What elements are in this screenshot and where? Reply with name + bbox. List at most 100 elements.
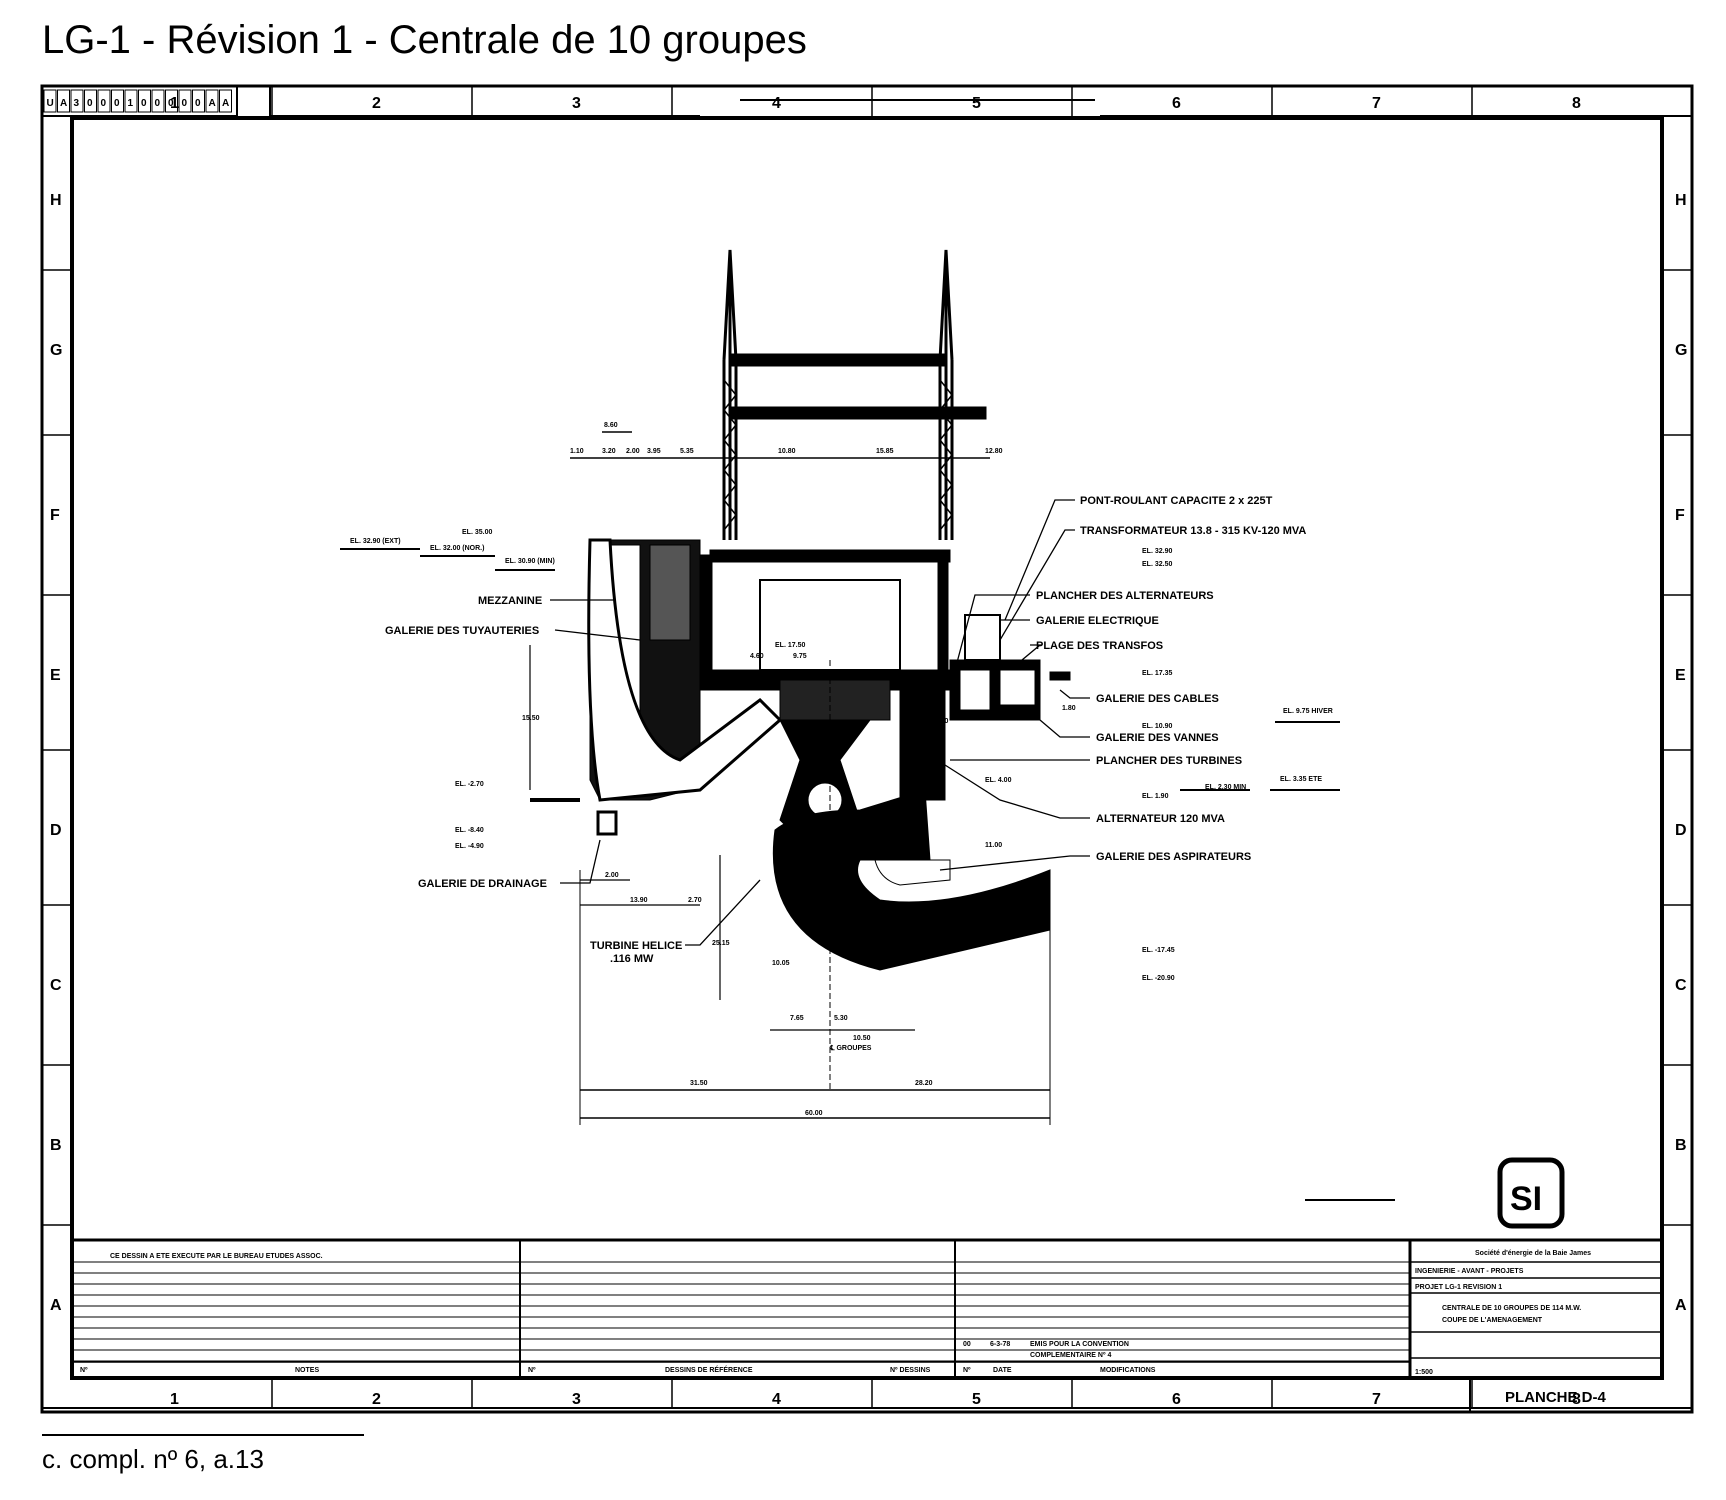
code-cell-text: 0 xyxy=(114,98,120,109)
elevation-label: EL. 3.35 ETE xyxy=(1280,776,1322,783)
label-turbine-power: .116 MW xyxy=(610,953,654,965)
rev-text: COMPLEMENTAIRE Nº 4 xyxy=(1030,1352,1111,1359)
code-cell-text: 3 xyxy=(74,98,80,109)
code-cell-text: 0 xyxy=(168,98,174,109)
rev-no: 00 xyxy=(963,1341,971,1348)
column-label-bottom: 2 xyxy=(372,1391,381,1408)
elevation-label: EL. 1.90 xyxy=(1142,793,1169,800)
code-cell xyxy=(124,89,138,113)
subject: CENTRALE DE 10 GROUPES DE 114 M.W. xyxy=(1442,1305,1581,1312)
row-label-right: D xyxy=(1675,822,1687,839)
elevation-label: EL. 4.00 xyxy=(985,777,1012,784)
elevation-label: EL. -2.70 xyxy=(455,781,484,788)
code-cell-text: 1 xyxy=(128,98,134,109)
dimension-label: 7.65 xyxy=(790,1015,804,1022)
row-label-right: E xyxy=(1675,667,1686,684)
elevation-label: EL. 32.50 xyxy=(1142,561,1172,568)
col-no: Nº xyxy=(80,1367,88,1374)
col-date: DATE xyxy=(993,1367,1012,1374)
dimension-label: 15.50 xyxy=(522,715,540,722)
dimension-label: 3.20 xyxy=(602,448,616,455)
dimension-label: 10.80 xyxy=(778,448,796,455)
centerline-label: ℄ GROUPES xyxy=(829,1044,872,1052)
outer-frame xyxy=(40,84,1694,1414)
col-ref-no: Nº DESSINS xyxy=(890,1367,931,1374)
code-cell-text: 0 xyxy=(87,98,93,109)
column-label-bottom: 5 xyxy=(972,1391,981,1408)
project: PROJET LG-1 REVISION 1 xyxy=(1415,1284,1502,1291)
leader-lines xyxy=(550,499,1090,946)
department: INGENIERIE - AVANT - PROJETS xyxy=(1415,1268,1524,1275)
code-cell xyxy=(84,89,97,113)
footer-rule xyxy=(42,1434,364,1436)
elevation-label: EL. 10.90 xyxy=(918,718,948,725)
elevation-label: EL. 30.90 (MIN) xyxy=(505,558,555,565)
si-logo: SI xyxy=(1497,1157,1565,1229)
logo-text: SI xyxy=(1510,1180,1542,1218)
elevation-label: EL. 17.50 xyxy=(775,642,805,649)
label-alternateur: ALTERNATEUR 120 MVA xyxy=(1096,813,1225,825)
label-galerie-tuyauteries: GALERIE DES TUYAUTERIES xyxy=(385,625,539,637)
dimension-label: 1.10 xyxy=(570,448,584,455)
row-label-right: B xyxy=(1675,1137,1687,1154)
elevation-label: EL. 2.30 MIN xyxy=(1205,784,1246,791)
dimension-label: 10.50 xyxy=(853,1035,871,1042)
notes-line: CE DESSIN A ETE EXECUTE PAR LE BUREAU ET… xyxy=(110,1253,323,1260)
dimension-label: 28.20 xyxy=(915,1080,933,1087)
label-galerie-vannes: GALERIE DES VANNES xyxy=(1096,732,1219,744)
dimension-label: 60.00 xyxy=(805,1110,823,1117)
elevation-label: EL. 35.00 xyxy=(462,529,492,536)
row-label-right: C xyxy=(1675,977,1687,994)
dimension-label: 10.05 xyxy=(772,960,790,967)
scale: 1:500 xyxy=(1415,1369,1433,1376)
sheet-number: PLANCHE D-4 xyxy=(1505,1389,1606,1406)
dimension-label: 12.80 xyxy=(985,448,1003,455)
label-galerie-aspirateurs: GALERIE DES ASPIRATEURS xyxy=(1096,851,1251,863)
dimension-label: 25.15 xyxy=(712,940,730,947)
inner-frame xyxy=(70,116,1664,1380)
page-title: LG-1 - Révision 1 - Centrale de 10 group… xyxy=(42,18,807,62)
code-cell xyxy=(57,89,70,113)
code-cell-text: A xyxy=(209,98,216,109)
dimension-label: 31.50 xyxy=(690,1080,708,1087)
elevation-label: EL. -17.45 xyxy=(1142,947,1175,954)
row-label-left: F xyxy=(50,507,60,524)
dimension-label: 8.60 xyxy=(604,422,618,429)
row-label-left: C xyxy=(50,977,62,994)
dimension-label: 11.00 xyxy=(985,842,1002,849)
code-cell xyxy=(43,89,57,113)
col-ref-drawings: DESSINS DE RÉFÉRENCE xyxy=(665,1365,753,1374)
title-block-text: CE DESSIN A ETE EXECUTE PAR LE BUREAU ET… xyxy=(80,1250,1606,1406)
drawing-labels: PONT-ROULANT CAPACITE 2 x 225T TRANSFORM… xyxy=(350,422,1333,1117)
label-transformateur: TRANSFORMATEUR 13.8 - 315 KV-120 MVA xyxy=(1080,525,1306,537)
code-cell xyxy=(165,89,178,113)
code-cell xyxy=(151,89,165,113)
label-galerie-drainage: GALERIE DE DRAINAGE xyxy=(418,878,547,890)
code-cell xyxy=(219,89,232,113)
code-cell-text: U xyxy=(47,98,54,109)
row-label-right: G xyxy=(1675,342,1687,359)
code-cell-text: 0 xyxy=(141,98,147,109)
dimension-label: 1.80 xyxy=(1062,705,1076,712)
row-label-left: D xyxy=(50,822,62,839)
elevation-label: EL. 17.35 xyxy=(1142,670,1172,677)
dimension-label: 15.85 xyxy=(876,448,894,455)
column-label-bottom: 6 xyxy=(1172,1391,1181,1408)
row-label-right: H xyxy=(1675,192,1687,209)
elevation-label: EL. 32.90 (EXT) xyxy=(350,538,401,545)
dimension-label: 3.95 xyxy=(647,448,661,455)
code-cell-text: A xyxy=(222,98,229,109)
col-notes: NOTES xyxy=(295,1367,319,1374)
rev-text: EMIS POUR LA CONVENTION xyxy=(1030,1341,1129,1348)
code-cell xyxy=(138,89,151,113)
label-mezzanine: MEZZANINE xyxy=(478,595,542,607)
dimension-label: 13.90 xyxy=(630,897,648,904)
row-label-left: G xyxy=(50,342,62,359)
code-cell xyxy=(205,89,219,113)
code-cell-text: 0 xyxy=(155,98,161,109)
column-label-bottom: 4 xyxy=(772,1391,781,1408)
